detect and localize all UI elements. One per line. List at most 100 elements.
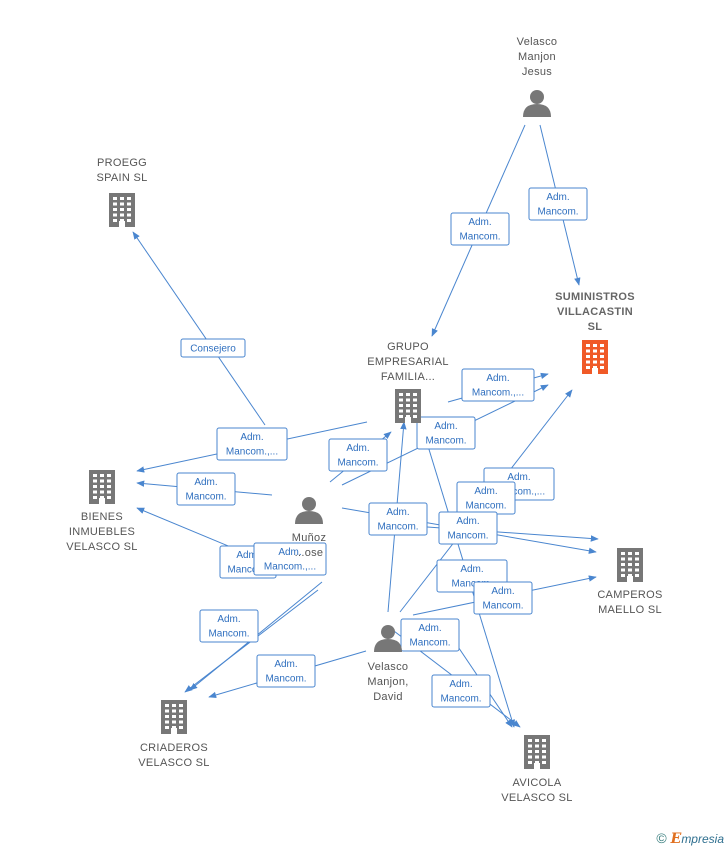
node-label: GRUPO	[387, 341, 429, 353]
edge-label-text: Mancom.,...	[472, 388, 524, 399]
node-label: CAMPEROS	[597, 589, 662, 601]
node-label: INMUEBLES	[69, 526, 135, 538]
building-icon	[395, 389, 421, 423]
person-icon	[295, 497, 323, 524]
edge-label-text: Adm.	[434, 421, 457, 432]
building-icon	[161, 700, 187, 734]
edge-label-text: Mancom.	[409, 638, 450, 649]
building-icon	[617, 548, 643, 582]
edge-label-box	[450, 212, 510, 246]
edge-label-text: Adm.	[194, 477, 217, 488]
node-munoz[interactable]: Muñoz...ose	[292, 497, 327, 559]
node-label: AVICOLA	[513, 777, 562, 789]
node-label: VILLACASTIN	[557, 306, 633, 318]
edge-label-box	[216, 427, 288, 461]
edge-label-box	[176, 472, 236, 506]
node-label: Muñoz	[292, 532, 327, 544]
building-icon	[524, 735, 550, 769]
node-suministros[interactable]: SUMINISTROS VILLACASTIN SL	[555, 291, 635, 374]
edge-label[interactable]: Adm.Mancom.	[528, 187, 588, 221]
person-icon	[523, 90, 551, 117]
node-label: SL	[588, 321, 603, 333]
edge-label-text: Mancom.,...	[264, 562, 316, 573]
edge-label-text: Adm.	[278, 547, 301, 558]
brand-initial: E	[670, 831, 682, 847]
edge-label[interactable]: Adm.Mancom.	[438, 511, 498, 545]
building-icon	[582, 340, 608, 374]
edge-label-text: Mancom.,...	[493, 487, 545, 498]
building-icon	[89, 470, 115, 504]
node-label: FAMILIA...	[381, 371, 435, 383]
edge-label[interactable]: Adm. Mancom.	[473, 581, 533, 615]
edge-label-box	[199, 609, 259, 643]
node-label: EMPRESARIAL	[367, 356, 449, 368]
edge-label[interactable]: Adm. Mancom.,...	[253, 542, 327, 576]
node-grupo[interactable]: GRUPO EMPRESARIAL FAMILIA...	[367, 341, 449, 423]
node-label: Manjon	[518, 51, 556, 63]
node-camperos[interactable]: CAMPEROS MAELLO SL	[597, 548, 662, 616]
node-label: SUMINISTROS	[555, 291, 635, 303]
edge-label-box	[328, 438, 388, 472]
node-label: Velasco	[517, 36, 558, 48]
copyright-icon: ©	[656, 830, 667, 846]
edge-label[interactable]: Adm.Mancom.	[368, 502, 428, 536]
edge-label-text: Adm.	[491, 586, 514, 597]
edge-label-box	[461, 368, 535, 402]
edge-label[interactable]: Adm. Mancom.,...	[461, 368, 535, 402]
edge-label-text: Mancom.	[265, 674, 306, 685]
edge-label[interactable]: Adm. Mancom.	[400, 618, 460, 652]
edge-label[interactable]: Consejero	[180, 338, 246, 358]
edge-label-text: Mancom.,...	[226, 447, 278, 458]
edge-label[interactable]: Adm. Mancom.	[456, 481, 516, 515]
edge-label-text: Mancom.	[451, 579, 492, 590]
building-icon	[109, 193, 135, 227]
edge-label[interactable]: Adm. Mancom.	[431, 674, 491, 708]
edge-label-text: Adm.	[236, 550, 259, 561]
node-label: BIENES	[81, 511, 123, 523]
edge-label-text: Consejero	[190, 344, 236, 355]
node-bienes[interactable]: BIENES INMUEBLES VELASCO SL	[66, 470, 137, 553]
edge-label-text: Adm.	[418, 623, 441, 634]
footer-brand[interactable]: ©Empresia	[656, 830, 724, 847]
person-icon	[374, 625, 402, 652]
edge-label-text: Mancom.	[425, 436, 466, 447]
edge-label-text: Mancom.	[337, 458, 378, 469]
edge-label-text: Mancom.	[465, 501, 506, 512]
edge-label-box	[528, 187, 588, 221]
edge-line	[132, 231, 266, 426]
node-label: VELASCO SL	[66, 541, 137, 553]
node-label: Velasco	[368, 661, 409, 673]
edge-label-text: Adm.	[507, 472, 530, 483]
edge-label[interactable]: Adm.Mancom.,...	[216, 427, 288, 461]
edge-label[interactable]: Adm. Mancom.	[416, 416, 476, 450]
edge-label-text: Adm.	[274, 659, 297, 670]
edge-label-text: Adm.	[346, 443, 369, 454]
edge-label[interactable]: Adm.Mancom.	[199, 609, 259, 643]
node-label: PROEGG	[97, 157, 147, 169]
edge-label-text: Adm.	[486, 373, 509, 384]
edge-label-text: Mancom.	[459, 232, 500, 243]
edge-label-text: Adm.	[449, 679, 472, 690]
edge-label[interactable]: Adm.Mancom.	[450, 212, 510, 246]
edge-label-text: Mancom.	[208, 629, 249, 640]
edge-label[interactable]: Adm. Mancom.	[328, 438, 388, 472]
node-label: MAELLO SL	[598, 604, 662, 616]
edge-label-text: Mancom.	[440, 694, 481, 705]
edge-label[interactable]: Adm.Mancom.	[176, 472, 236, 506]
node-label: Manjon,	[367, 676, 408, 688]
edge-label-box	[416, 416, 476, 450]
edge-label-text: Mancom.	[377, 522, 418, 533]
edge-label-box	[473, 581, 533, 615]
edge-label-text: Adm.	[474, 486, 497, 497]
edge-label[interactable]: Adm. Mancom.	[256, 654, 316, 688]
edge-labels-layer: Adm.Mancom.Adm.Mancom.ConsejeroAdm.Manco…	[176, 187, 588, 708]
edge-label-box	[431, 674, 491, 708]
edge-label-text: Mancom.	[482, 601, 523, 612]
edge-label-text: Adm.	[456, 516, 479, 527]
